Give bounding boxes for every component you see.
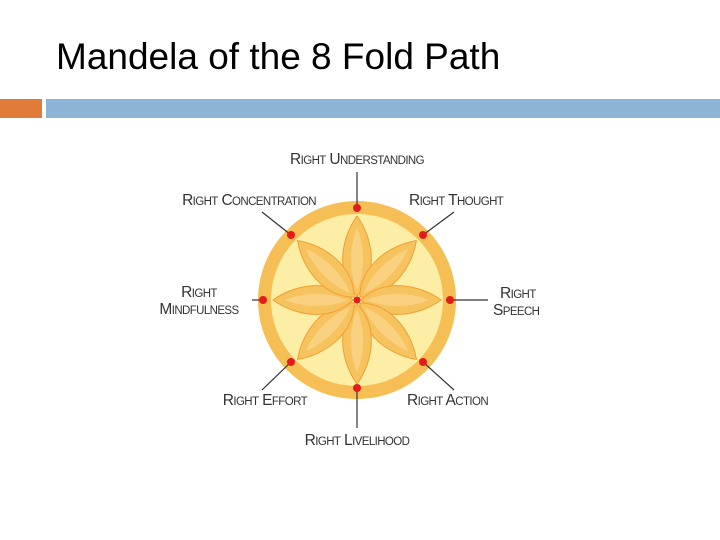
petal-highlight: [306, 307, 350, 351]
center-dot: [353, 296, 361, 304]
connector-thought: [422, 211, 455, 236]
mandala-petals: [272, 215, 442, 385]
petal-highlight: [350, 228, 364, 290]
petal-highlight: [285, 293, 347, 307]
node-dot-effort: [287, 358, 295, 366]
label-right-understanding: RIGHT UNDERSTANDING: [290, 151, 425, 168]
label-right-thought: RIGHT THOUGHT: [409, 192, 504, 209]
label-right-effort: RIGHT EFFORT: [223, 392, 308, 409]
label-right-speech-line2: SPEECH: [493, 302, 540, 319]
petal-highlight: [364, 249, 408, 293]
label-right-concentration: RIGHT CONCENTRATION: [182, 192, 316, 209]
node-dot-speech: [446, 296, 454, 304]
petal-highlight: [364, 307, 408, 351]
connector-action: [422, 361, 455, 391]
node-dot-action: [419, 358, 427, 366]
petal-highlight: [367, 293, 429, 307]
connector-effort: [261, 361, 292, 391]
title-accent-bar-blue: [46, 99, 720, 118]
connector-concentration: [261, 211, 292, 236]
label-right-livelihood: RIGHT LIVELIHOOD: [305, 432, 410, 449]
label-right-mindfulness-line1: RIGHT: [181, 284, 217, 301]
slide-title: Mandela of the 8 Fold Path: [56, 36, 501, 77]
node-dot-mindfulness: [259, 296, 267, 304]
petal-highlight: [306, 249, 350, 293]
node-dot-understanding: [353, 204, 361, 212]
label-right-speech-line1: RIGHT: [500, 285, 536, 302]
node-dot-livelihood: [353, 384, 361, 392]
title-accent-bar-orange: [0, 99, 42, 118]
node-dot-thought: [419, 231, 427, 239]
petal-highlight: [350, 310, 364, 372]
node-dot-concentration: [287, 231, 295, 239]
label-right-mindfulness-line2: MINDFULNESS: [159, 301, 239, 318]
label-right-action: RIGHT ACTION: [407, 392, 488, 409]
